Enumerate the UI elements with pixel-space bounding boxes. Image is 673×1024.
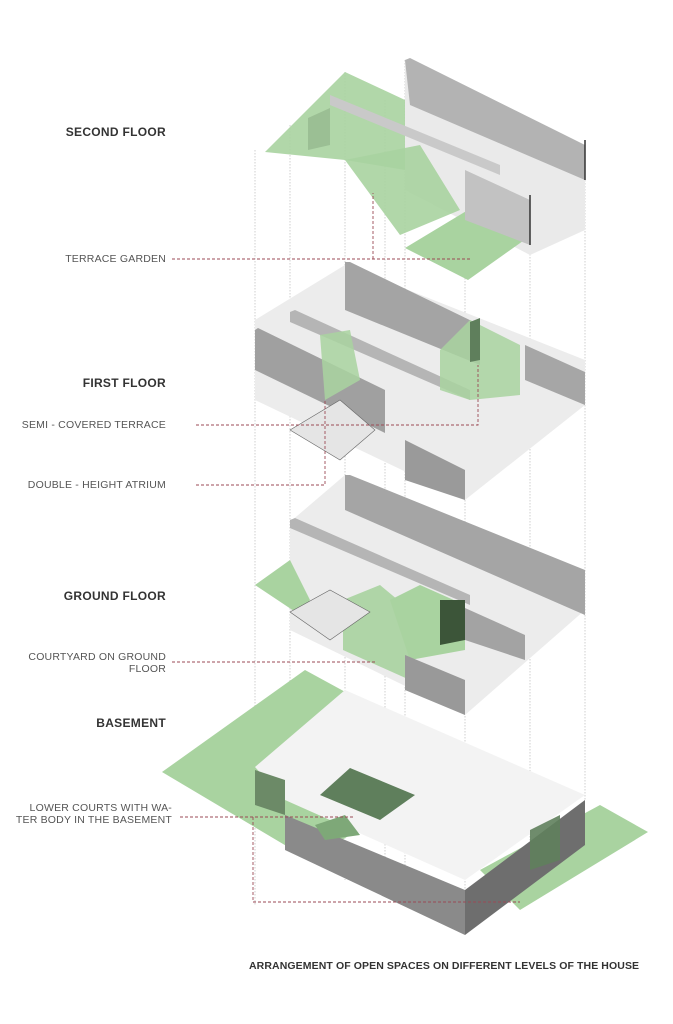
annotation-courtyard-line1: COURTYARD ON GROUND (28, 651, 166, 663)
floor-label-first: FIRST FLOOR (82, 376, 166, 390)
annotation-lower-courts-line2: TER BODY IN THE BASEMENT (15, 814, 172, 826)
annotation-courtyard-ground: COURTYARD ON GROUND FLOOR (0, 651, 166, 675)
annotation-lower-courts-line1: LOWER COURTS WITH WA- (29, 802, 172, 814)
floor-label-basement: BASEMENT (96, 716, 166, 730)
floor-label-second: SECOND FLOOR (65, 125, 166, 139)
annotation-terrace-garden: TERRACE GARDEN (65, 253, 166, 265)
annotation-double-height-atrium: DOUBLE - HEIGHT ATRIUM (27, 479, 166, 491)
leader-lines (172, 193, 520, 903)
annotation-semi-covered-terrace: SEMI - COVERED TERRACE (21, 419, 166, 431)
floor-label-ground: GROUND FLOOR (63, 589, 166, 603)
basement-plan (162, 670, 648, 935)
annotation-courtyard-line2: FLOOR (128, 663, 166, 675)
ground-floor-plan (255, 475, 585, 715)
first-floor-plan (255, 262, 585, 500)
annotation-lower-courts: LOWER COURTS WITH WA- TER BODY IN THE BA… (0, 802, 172, 826)
diagram-caption: ARRANGEMENT OF OPEN SPACES ON DIFFERENT … (249, 960, 640, 972)
second-floor-plan (265, 58, 586, 280)
